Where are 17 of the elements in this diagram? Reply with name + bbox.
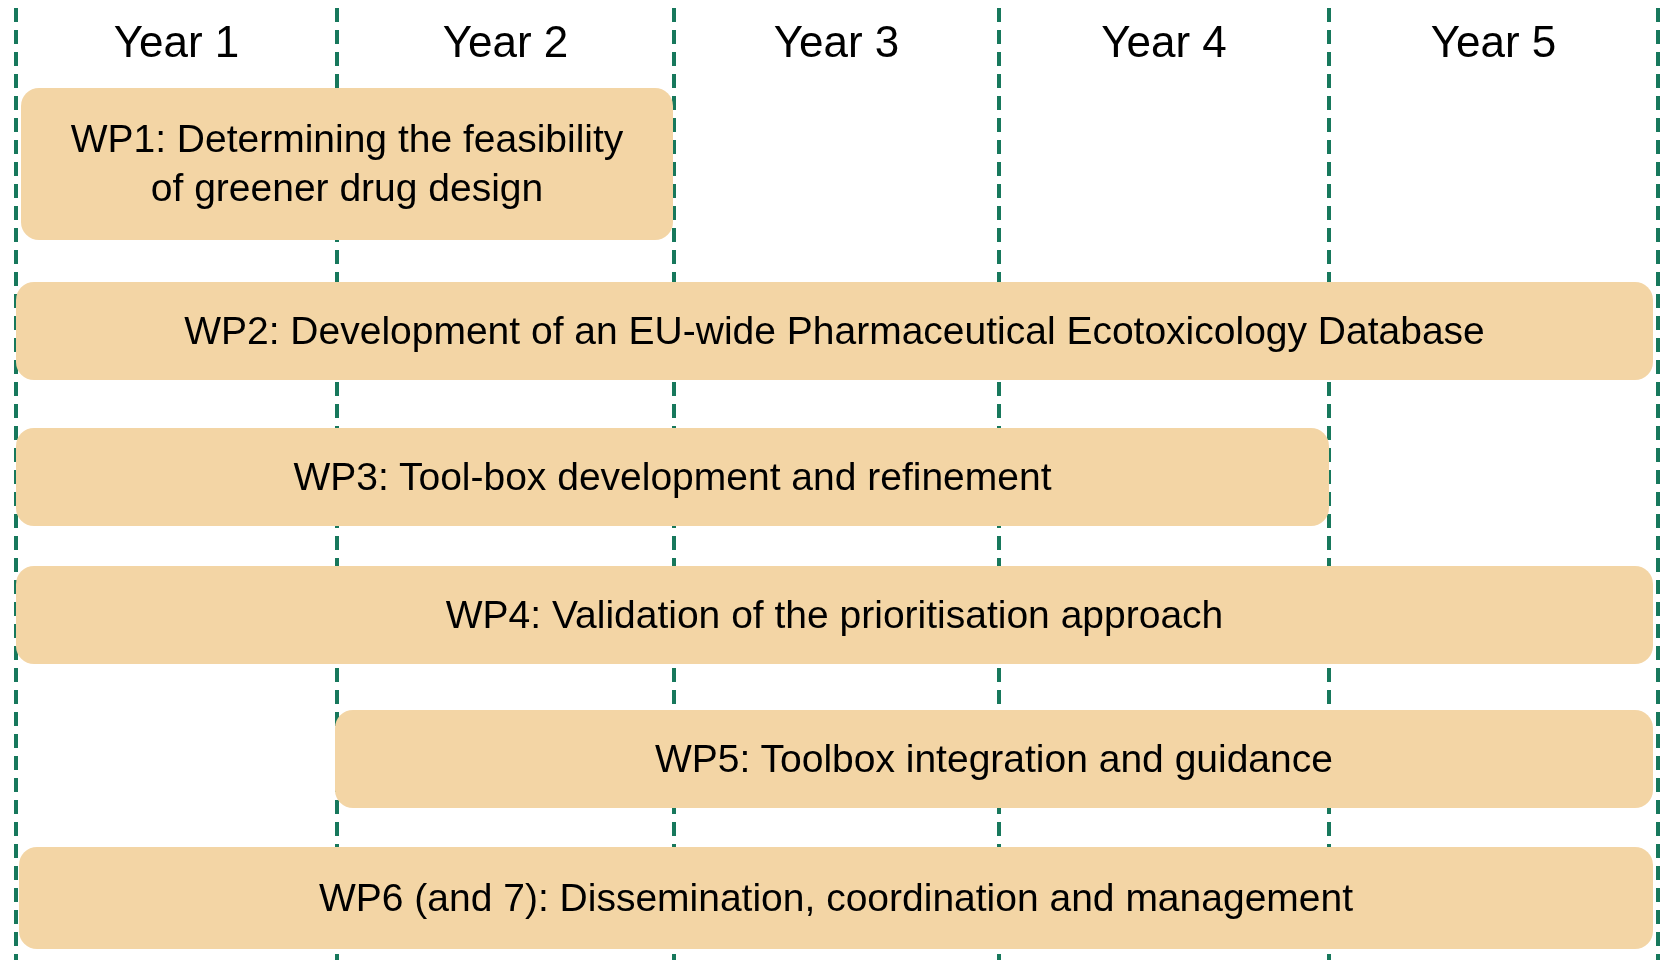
task-label: WP3: Tool-box development and refinement [293,453,1052,500]
task-bar [21,88,673,240]
task-bar [16,428,1329,526]
task-label: WP6 (and 7): Dissemination, coordination and management [318,874,1354,921]
task-bar [16,566,1653,664]
task-bar [335,710,1653,808]
task-label: WP4: Validation of the prioritisation approach [445,591,1224,638]
task-bar [19,847,1653,949]
task-bar [16,282,1653,380]
column-header: Year 4 [1101,17,1227,66]
column-header: Year 2 [442,17,569,66]
task-label: WP1: Determining the feasibility of greener drug design [69,116,625,211]
task-label: WP5: Toolbox integration and guidance [655,735,1333,782]
column-header: Year 3 [773,17,900,66]
column-header: Year 1 [113,17,240,66]
column-header: Year 5 [1430,17,1557,66]
task-label: WP2: Development of an EU-wide Pharmaceutical Ecotoxicology Database [184,307,1485,354]
